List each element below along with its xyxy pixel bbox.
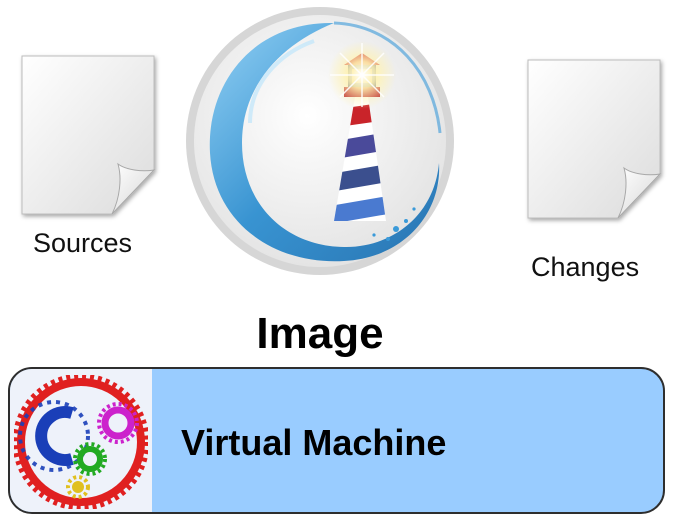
image-title: Image: [256, 309, 384, 358]
virtual-machine-box: Virtual Machine: [8, 367, 665, 514]
virtual-machine-label: Virtual Machine: [181, 422, 447, 463]
changes-label: Changes: [531, 252, 640, 282]
changes-document-icon: [527, 59, 662, 219]
sources-document-icon: [21, 55, 156, 215]
sources-label: Sources: [33, 228, 133, 258]
vm-logo-tile: [10, 369, 152, 512]
lighthouse-logo-icon: [186, 7, 454, 275]
gears-logo-icon: [14, 375, 148, 509]
